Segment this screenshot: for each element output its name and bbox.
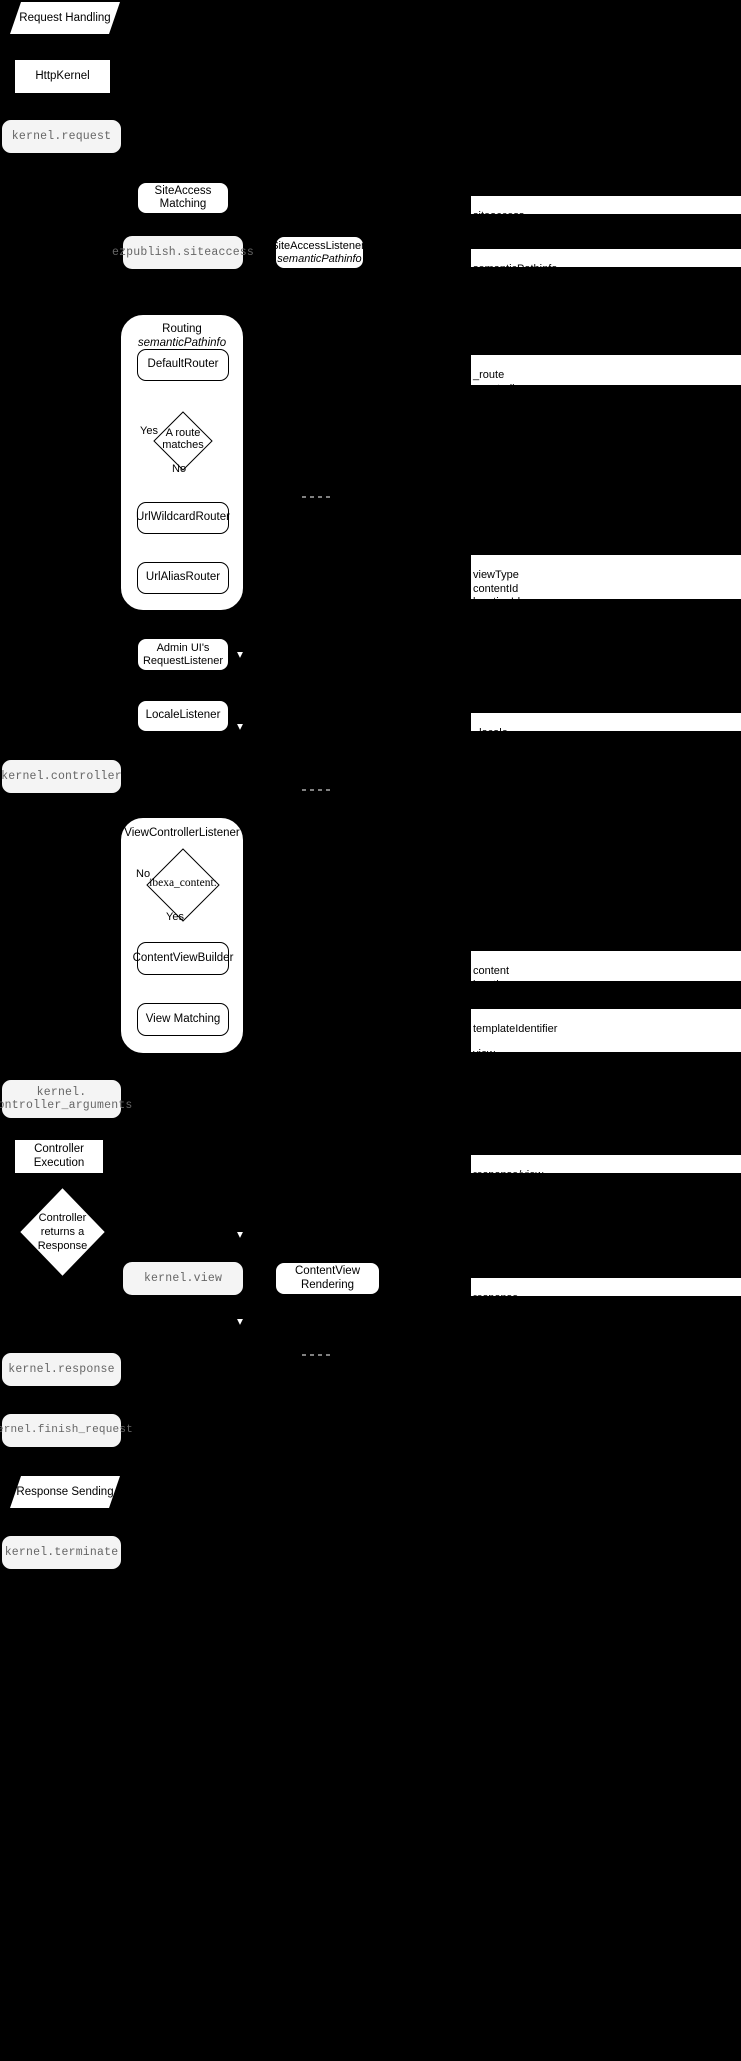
node-controller-execution[interactable]: Controller Execution: [15, 1140, 103, 1173]
event-kernel-finish-request-label: kernel.finish_request: [0, 1424, 133, 1437]
vars-locale: _locale: [471, 713, 741, 739]
vars-siteaccess: siteaccess: [471, 196, 741, 222]
vars-view: view: [471, 1034, 741, 1060]
event-kernel-terminate-label: kernel.terminate: [4, 1545, 119, 1559]
vars-view-content-location: viewType contentId locationId: [471, 555, 741, 608]
event-ezpublish-siteaccess-label: ezpublish.siteaccess: [111, 245, 255, 259]
vars-content-location: content location: [471, 951, 741, 991]
vars-route-controller-text: _route _controller: [473, 369, 525, 395]
node-siteaccess-listener-line1: SiteAccessListener:: [271, 239, 368, 252]
group-view-controller-listener-title-text: ViewControllerListener: [124, 827, 240, 839]
vars-view-text: view: [473, 1048, 496, 1061]
vars-semantic-pathinfo-text: semanticPathinfo: [473, 263, 558, 276]
node-url-wildcard-router-label: UrlWildcardRouter: [136, 511, 230, 524]
event-kernel-response[interactable]: kernel.response: [2, 1353, 121, 1386]
phase-response-sending: Response Sending: [10, 1476, 120, 1508]
event-kernel-request-label: kernel.request: [11, 129, 112, 143]
event-kernel-controller-arguments[interactable]: kernel. controller_arguments: [0, 1080, 132, 1118]
vars-route-controller: _route _controller: [471, 355, 741, 395]
node-url-alias-router-label: UrlAliasRouter: [145, 571, 221, 584]
vars-response-text: response: [473, 1292, 519, 1305]
node-locale-listener[interactable]: LocaleListener: [137, 700, 229, 732]
edge-label-ibexa-yes-text: Yes: [166, 911, 184, 923]
node-siteaccess-listener-line2: semanticPathinfo: [277, 252, 362, 265]
vars-content-location-text: content location: [473, 965, 511, 991]
decision-controller-returns-response[interactable]: Controller returns a Response: [20, 1188, 105, 1276]
node-default-router[interactable]: DefaultRouter: [137, 349, 229, 381]
phase-request-handling: Request Handling: [10, 2, 120, 34]
vars-response: response: [471, 1278, 741, 1304]
node-siteaccess-matching[interactable]: SiteAccess Matching: [137, 182, 229, 214]
node-siteaccess-matching-label: SiteAccess Matching: [154, 184, 212, 210]
node-admin-ui-request-listener-line1: Admin UI's: [156, 641, 210, 654]
event-kernel-controller-label: kernel.controller: [1, 769, 122, 783]
edge-label-ibexa-no-text: No: [136, 868, 151, 880]
event-kernel-controller[interactable]: kernel.controller: [1, 760, 122, 793]
event-kernel-finish-request[interactable]: kernel.finish_request: [0, 1414, 133, 1447]
vars-siteaccess-text: siteaccess: [473, 210, 525, 223]
group-routing-title-italic: semanticPathinfo: [137, 337, 227, 350]
node-admin-ui-request-listener[interactable]: Admin UI's RequestListener: [137, 638, 229, 671]
decision-route-matches[interactable]: A route matches: [153, 411, 213, 471]
node-url-wildcard-router[interactable]: UrlWildcardRouter: [136, 502, 230, 534]
node-http-kernel-label: HttpKernel: [35, 69, 90, 82]
node-content-view-builder[interactable]: ContentViewBuilder: [133, 942, 233, 975]
node-view-matching-label: View Matching: [145, 1012, 221, 1025]
node-url-alias-router[interactable]: UrlAliasRouter: [137, 562, 229, 594]
event-ezpublish-siteaccess[interactable]: ezpublish.siteaccess: [112, 236, 254, 269]
node-content-view-builder-label: ContentViewBuilder: [132, 951, 234, 964]
node-content-view-rendering-label: ContentView Rendering: [295, 1265, 360, 1291]
node-default-router-label: DefaultRouter: [147, 358, 219, 371]
edge-label-route-yes: Yes: [140, 425, 158, 437]
event-kernel-controller-arguments-label: kernel. controller_arguments: [0, 1085, 133, 1112]
node-locale-listener-label: LocaleListener: [145, 709, 221, 722]
node-http-kernel[interactable]: HttpKernel: [15, 60, 110, 93]
node-admin-ui-request-listener-line2: RequestListener: [142, 654, 224, 667]
group-routing-title-prefix: Routing: [162, 323, 202, 335]
edge-label-ibexa-no: No: [136, 868, 150, 880]
event-kernel-view[interactable]: kernel.view: [123, 1262, 243, 1295]
group-view-controller-listener-title: ViewControllerListener: [121, 826, 243, 840]
node-view-matching[interactable]: View Matching: [137, 1003, 229, 1036]
vars-locale-text: _locale: [473, 727, 508, 740]
vars-response-view: response/view: [471, 1155, 741, 1181]
event-kernel-view-label: kernel.view: [143, 1271, 223, 1285]
event-kernel-request[interactable]: kernel.request: [2, 120, 121, 153]
vars-view-content-location-text: viewType contentId locationId: [473, 569, 521, 609]
phase-request-handling-label: Request Handling: [19, 12, 111, 24]
event-kernel-terminate[interactable]: kernel.terminate: [2, 1536, 121, 1569]
edge-label-ibexa-yes: Yes: [166, 911, 184, 923]
phase-response-sending-label: Response Sending: [16, 1486, 114, 1498]
vars-semantic-pathinfo: semanticPathinfo: [471, 249, 741, 275]
vars-response-view-text: response/view: [473, 1169, 544, 1182]
edge-label-route-no-text: No: [172, 463, 187, 475]
edge-label-route-no: No: [172, 463, 186, 475]
node-content-view-rendering[interactable]: ContentView Rendering: [275, 1262, 380, 1295]
node-siteaccess-listener[interactable]: SiteAccessListener: semanticPathinfo: [271, 236, 368, 269]
node-controller-execution-label: Controller Execution: [33, 1143, 85, 1169]
event-kernel-response-label: kernel.response: [8, 1362, 115, 1376]
edge-label-route-yes-text: Yes: [140, 425, 158, 437]
